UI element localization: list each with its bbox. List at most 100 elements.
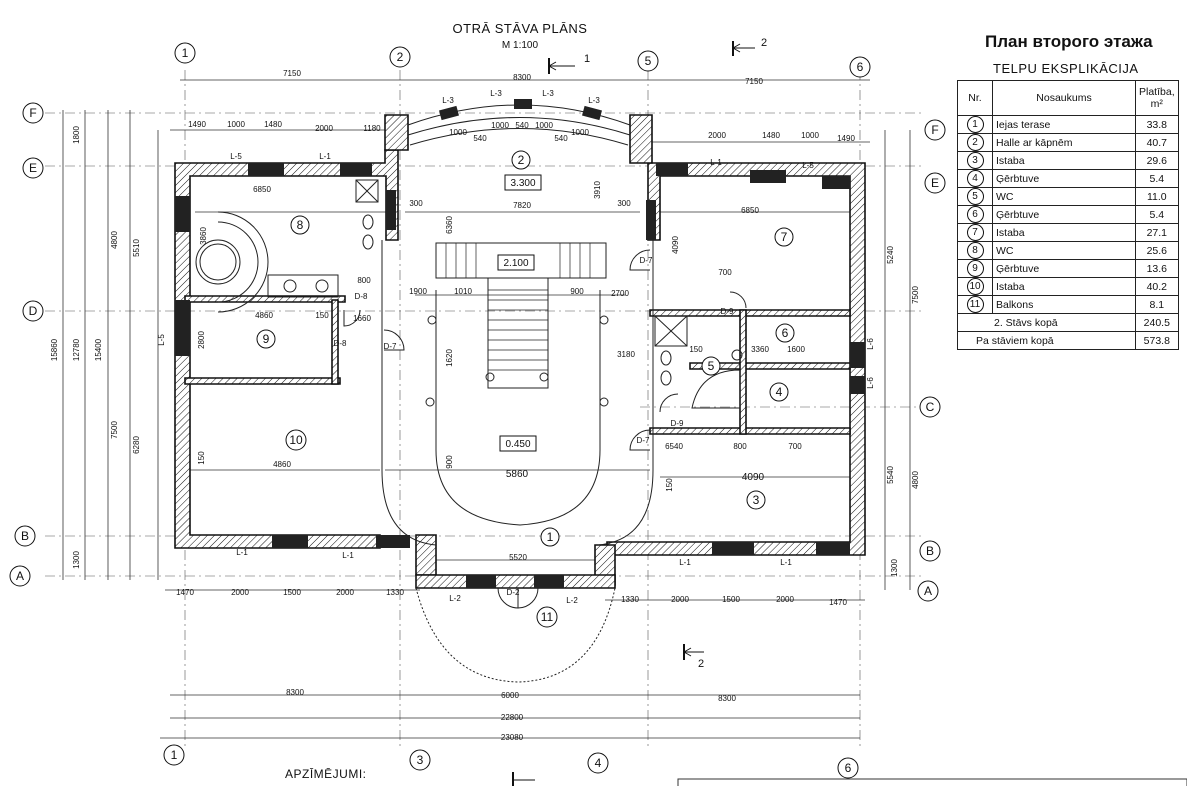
total-floor-value: 240.5 (1135, 313, 1179, 332)
svg-text:1000: 1000 (571, 128, 589, 137)
svg-text:A: A (16, 569, 24, 583)
svg-text:6: 6 (845, 761, 852, 775)
room-name: Istaba (992, 151, 1136, 170)
svg-text:700: 700 (788, 442, 802, 451)
svg-text:L-1: L-1 (319, 152, 331, 161)
legend-title: TELPU EKSPLIKĀCIJA (993, 61, 1139, 76)
dimension-texts: 7150 8300 7150 1490 1000 1480 2000 1180 … (50, 69, 920, 742)
svg-text:E: E (931, 176, 939, 190)
svg-text:1000: 1000 (801, 131, 819, 140)
svg-text:C: C (926, 400, 935, 414)
room-number: 5 (708, 359, 715, 373)
room-area: 27.1 (1135, 223, 1179, 242)
room-area: 33.8 (1135, 115, 1179, 134)
room-labels: 1 2 3 4 5 6 7 8 9 10 11 (256, 150, 795, 628)
svg-text:2000: 2000 (336, 588, 354, 597)
svg-text:3910: 3910 (593, 181, 602, 199)
svg-text:D-7: D-7 (384, 342, 397, 351)
room-number: 10 (289, 433, 303, 447)
svg-text:8300: 8300 (513, 73, 531, 82)
title-russian: План второго этажа (985, 32, 1153, 51)
svg-text:D-9: D-9 (671, 419, 684, 428)
svg-text:L-3: L-3 (542, 89, 554, 98)
svg-text:7150: 7150 (283, 69, 301, 78)
svg-text:150: 150 (689, 345, 703, 354)
svg-text:L-3: L-3 (490, 89, 502, 98)
svg-text:F: F (931, 123, 938, 137)
svg-text:5240: 5240 (886, 246, 895, 264)
svg-text:1330: 1330 (621, 595, 639, 604)
room-area: 40.7 (1135, 133, 1179, 152)
svg-text:1300: 1300 (890, 559, 899, 577)
room-area: 29.6 (1135, 151, 1179, 170)
svg-text:4860: 4860 (273, 460, 291, 469)
svg-text:L-6: L-6 (866, 338, 875, 350)
svg-text:L-1: L-1 (342, 551, 354, 560)
svg-text:1470: 1470 (829, 598, 847, 607)
room-number: 7 (781, 230, 788, 244)
svg-text:7150: 7150 (745, 77, 763, 86)
svg-text:D-9: D-9 (721, 307, 734, 316)
room-nr: 2 (966, 134, 984, 151)
svg-text:1800: 1800 (72, 126, 81, 144)
svg-text:6540: 6540 (665, 442, 683, 451)
room-name: Halle ar kāpnēm (992, 133, 1136, 152)
svg-text:900: 900 (570, 287, 584, 296)
svg-text:2000: 2000 (315, 124, 333, 133)
room-area: 8.1 (1135, 295, 1179, 314)
svg-text:150: 150 (197, 451, 206, 465)
svg-text:1010: 1010 (454, 287, 472, 296)
total-floor-label: 2. Stāvs kopā (957, 313, 1136, 332)
svg-text:300: 300 (409, 199, 423, 208)
svg-text:4860: 4860 (255, 311, 273, 320)
svg-text:1300: 1300 (72, 551, 81, 569)
total-all-value: 573.8 (1135, 331, 1179, 350)
svg-text:D-8: D-8 (355, 292, 368, 301)
svg-text:B: B (926, 544, 934, 558)
svg-text:7820: 7820 (513, 201, 531, 210)
hall-bay (407, 99, 631, 146)
svg-text:1490: 1490 (837, 134, 855, 143)
svg-text:L-5: L-5 (802, 161, 814, 170)
total-all-label: Pa stāviem kopā (957, 331, 1136, 350)
room-nr: 10 (966, 278, 984, 295)
svg-text:1: 1 (584, 53, 590, 65)
svg-text:E: E (29, 161, 37, 175)
svg-text:23080: 23080 (501, 733, 524, 742)
room-5-fixtures (654, 315, 743, 409)
room-number: 2 (518, 153, 525, 167)
svg-text:1180: 1180 (363, 124, 381, 133)
svg-text:2: 2 (397, 50, 404, 64)
svg-text:D-2: D-2 (507, 588, 520, 597)
room-name: Balkons (992, 295, 1136, 314)
svg-text:540: 540 (515, 121, 529, 130)
room-nr: 7 (966, 224, 984, 241)
svg-text:1000: 1000 (491, 121, 509, 130)
svg-text:300: 300 (617, 199, 631, 208)
col-nr: Nr. (957, 80, 993, 116)
svg-text:1620: 1620 (445, 349, 454, 367)
dimension-lines (62, 79, 911, 739)
svg-text:2800: 2800 (197, 331, 206, 349)
room-area: 25.6 (1135, 241, 1179, 260)
room-nr: 9 (966, 260, 984, 277)
svg-text:1: 1 (182, 46, 189, 60)
svg-text:5540: 5540 (886, 466, 895, 484)
room-name: Ģērbtuve (992, 169, 1136, 188)
svg-text:2.100: 2.100 (503, 258, 528, 269)
svg-text:L-1: L-1 (236, 548, 248, 557)
col-area: Platība, m² (1135, 80, 1179, 116)
svg-text:5520: 5520 (509, 553, 527, 562)
svg-text:2: 2 (698, 658, 704, 670)
svg-text:800: 800 (357, 276, 371, 285)
svg-text:F: F (29, 106, 36, 120)
svg-text:3860: 3860 (199, 227, 208, 245)
svg-text:2000: 2000 (231, 588, 249, 597)
svg-text:L-3: L-3 (442, 96, 454, 105)
